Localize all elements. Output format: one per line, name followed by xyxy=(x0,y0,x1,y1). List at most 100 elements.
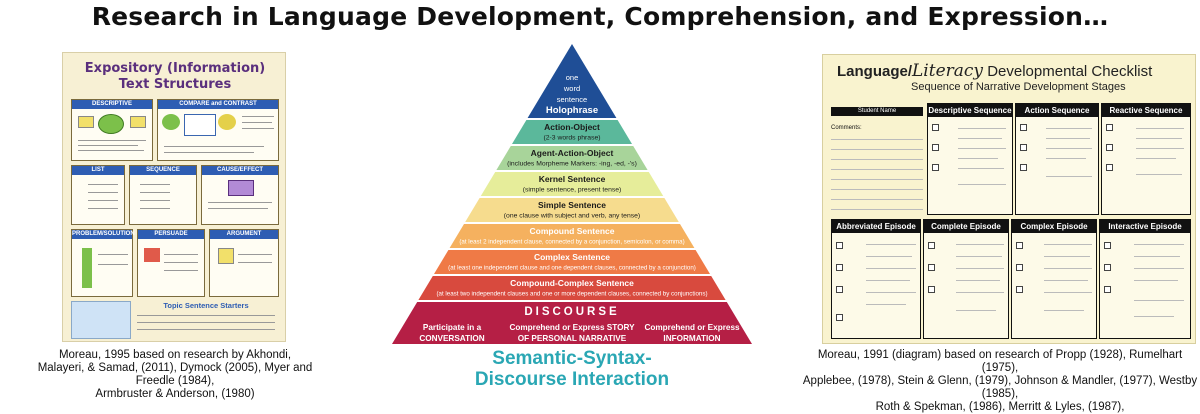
level-description: (simple sentence, present tense) xyxy=(523,187,622,194)
pyramid-level xyxy=(512,120,632,144)
contrast-circle-icon xyxy=(218,114,236,130)
compare-circle-icon xyxy=(162,114,180,130)
discourse-item: Comprehend or Express xyxy=(644,323,740,332)
section-compare-contrast: COMPARE and CONTRAST xyxy=(157,99,279,161)
caption-line: Moreau, 1991 (diagram) based on research… xyxy=(817,349,1183,374)
pyramid-level xyxy=(434,250,710,274)
level-description: (at least two independent clauses and on… xyxy=(436,291,707,298)
section-argument: ARGUMENT xyxy=(209,229,279,297)
starter-box xyxy=(71,301,131,339)
stage-header: Reactive Sequence xyxy=(1102,104,1190,117)
stage-abbreviated-episode: Abbreviated Episode xyxy=(831,219,921,339)
section-header: SEQUENCE xyxy=(130,166,196,175)
discourse-item: CONVERSATION xyxy=(419,334,484,343)
poster-title-line1: Expository (Information) xyxy=(84,61,266,76)
detail-box-icon xyxy=(78,116,94,128)
student-info-panel: Student Name Comments: xyxy=(831,107,923,217)
section-cause-effect: CAUSE/EFFECT xyxy=(201,165,279,225)
stage-header: Complex Episode xyxy=(1012,220,1096,233)
level-description: (at least 2 independent clause, connecte… xyxy=(459,239,684,246)
title-literacy: Literacy xyxy=(912,61,984,81)
section-header: DESCRIPTIVE xyxy=(72,100,152,109)
section-header: PROBLEM/SOLUTION xyxy=(72,230,135,239)
caption-line: Roth & Spekman, (1986), Merritt & Lyles,… xyxy=(875,401,1125,413)
apex-label: one xyxy=(566,73,579,82)
caption-line: Armbruster & Anderson, (1980) xyxy=(95,388,255,400)
stage-header: Action Sequence xyxy=(1016,104,1098,117)
caption-line: Applebee, (1978), Stein & Glenn, (1979),… xyxy=(802,375,1198,400)
level-description: (2-3 words phrase) xyxy=(543,135,600,142)
section-descriptive: DESCRIPTIVE xyxy=(71,99,153,161)
section-list: LIST xyxy=(71,165,125,225)
caption-right: Moreau, 1991 (diagram) based on research… xyxy=(800,349,1200,414)
checklist-subtitle: Sequence of Narrative Development Stages xyxy=(911,81,1126,93)
cause-effect-icon xyxy=(228,180,254,196)
discourse-item: Participate in a xyxy=(423,323,482,332)
stage-interactive-episode: Interactive Episode xyxy=(1099,219,1191,339)
level-title: Kernel Sentence xyxy=(539,174,606,184)
stage-reactive-sequence: Reactive Sequence xyxy=(1101,103,1191,215)
level-title: Simple Sentence xyxy=(538,200,606,210)
stage-action-sequence: Action Sequence xyxy=(1015,103,1099,215)
level-title: Agent-Action-Object xyxy=(531,148,614,158)
section-header: COMPARE and CONTRAST xyxy=(158,100,278,109)
expository-text-structures-poster: Expository (Information) Text Structures… xyxy=(62,52,286,342)
section-problem-solution: PROBLEM/SOLUTION xyxy=(71,229,135,297)
level-description: (one clause with subject and verb, any t… xyxy=(504,213,640,220)
stage-header: Descriptive Sequence xyxy=(928,104,1012,117)
topic-circle-icon xyxy=(98,114,124,134)
pyramid-title-line2: Discourse Interaction xyxy=(474,369,670,390)
stage-descriptive-sequence: Descriptive Sequence xyxy=(927,103,1013,215)
apex-label: word xyxy=(563,84,580,93)
caption-line: Malayeri, & Samad, (2011), Dymock (2005)… xyxy=(37,362,313,387)
apex-label: Holophrase xyxy=(546,105,598,116)
detail-box-icon xyxy=(130,116,146,128)
level-description: (includes Morpheme Markers: -ing, -ed, -… xyxy=(507,161,637,168)
problem-bar-icon xyxy=(82,248,92,288)
apex-label: sentence xyxy=(557,95,587,104)
pyramid-title: Semantic-Syntax- Discourse Interaction xyxy=(430,348,714,390)
persuade-icon xyxy=(144,248,160,262)
caption-line: Moreau, 1995 based on research by Akhond… xyxy=(58,349,292,361)
title-suffix: Developmental Checklist xyxy=(983,63,1153,80)
section-header: LIST xyxy=(72,166,124,175)
venn-table-icon xyxy=(184,114,216,136)
section-persuade: PERSUADE xyxy=(137,229,205,297)
comments-label: Comments: xyxy=(831,125,862,131)
pyramid-title-line1: Semantic-Syntax- xyxy=(492,348,652,369)
section-header: PERSUADE xyxy=(138,230,204,239)
stage-header: Abbreviated Episode xyxy=(832,220,920,233)
stage-header: Complete Episode xyxy=(924,220,1008,233)
stage-complete-episode: Complete Episode xyxy=(923,219,1009,339)
discourse-heading: DISCOURSE xyxy=(524,306,619,318)
section-header: CAUSE/EFFECT xyxy=(202,166,278,175)
title-language: Language xyxy=(837,63,908,80)
pyramid-level xyxy=(449,224,695,248)
pyramid-level xyxy=(496,146,648,170)
level-title: Action-Object xyxy=(544,122,600,132)
language-literacy-checklist-poster: Language/Literacy Developmental Checklis… xyxy=(822,54,1196,344)
discourse-item: OF PERSONAL NARRATIVE xyxy=(518,334,627,343)
level-title: Complex Sentence xyxy=(534,252,610,262)
pyramid-level xyxy=(465,198,679,222)
stage-complex-episode: Complex Episode xyxy=(1011,219,1097,339)
pyramid-level xyxy=(418,276,726,300)
level-title: Compound-Complex Sentence xyxy=(510,278,634,288)
caption-left: Moreau, 1995 based on research by Akhond… xyxy=(30,349,320,401)
pyramid-apex xyxy=(527,44,617,118)
section-header: ARGUMENT xyxy=(210,230,278,239)
stage-header: Interactive Episode xyxy=(1100,220,1190,233)
student-name-label: Student Name xyxy=(831,107,923,116)
argument-icon xyxy=(218,248,234,264)
discourse-item: INFORMATION xyxy=(663,334,720,343)
discourse-item: Comprehend or Express STORY xyxy=(509,323,635,332)
discourse-band xyxy=(392,302,752,344)
checklist-title: Language/Literacy Developmental Checklis… xyxy=(837,61,1153,81)
topic-sentence-starters-heading: Topic Sentence Starters xyxy=(163,301,249,310)
level-description: (at least one independent clause and one… xyxy=(448,265,696,272)
poster-title-line2: Text Structures xyxy=(118,77,232,92)
pyramid-level xyxy=(480,172,664,196)
section-sequence: SEQUENCE xyxy=(129,165,197,225)
page-title: Research in Language Development, Compre… xyxy=(91,2,1109,31)
